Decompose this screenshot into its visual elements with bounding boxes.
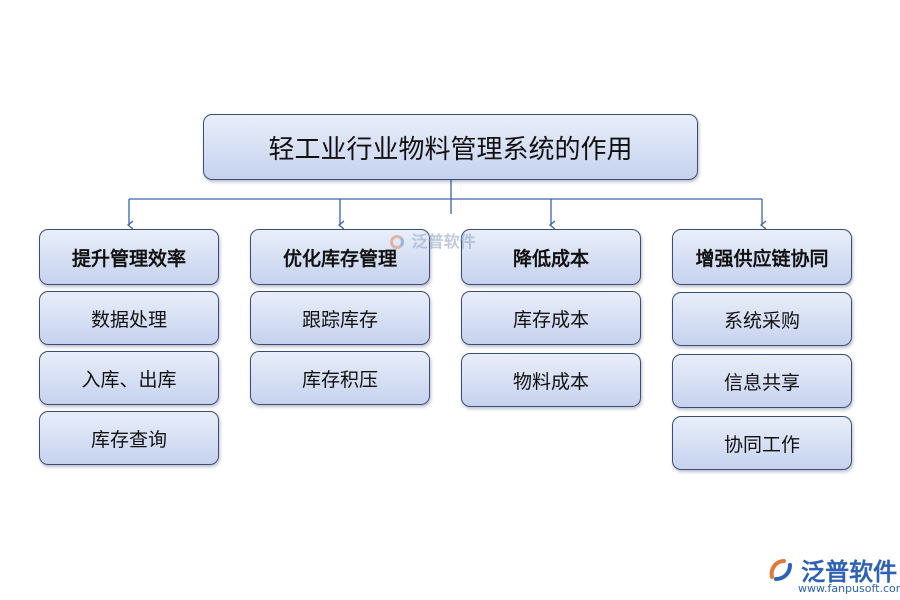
leaf-node: 入库、出库 xyxy=(39,351,219,405)
leaf-label: 库存成本 xyxy=(512,308,589,331)
leaf-label: 入库、出库 xyxy=(81,368,177,391)
leaf-node: 信息共享 xyxy=(672,354,852,408)
watermark-text: 泛普软件 xyxy=(411,232,476,251)
brand-logo-icon xyxy=(769,558,792,581)
heading-label: 优化库存管理 xyxy=(282,247,397,270)
heading-label: 增强供应链协同 xyxy=(695,247,829,270)
leaf-node: 物料成本 xyxy=(461,353,641,407)
leaf-node: 系统采购 xyxy=(672,292,852,346)
leaf-node: 库存查询 xyxy=(39,411,219,465)
root-title: 轻工业行业物料管理系统的作用 xyxy=(268,134,633,165)
watermark: 泛普软件 xyxy=(390,228,476,252)
heading-label: 降低成本 xyxy=(512,247,589,270)
leaf-label: 系统采购 xyxy=(723,309,800,332)
leaf-label: 物料成本 xyxy=(512,370,589,393)
heading-label: 提升管理效率 xyxy=(71,247,186,270)
leaf-label: 跟踪库存 xyxy=(301,308,378,331)
brand-logo: 泛普软件 www.fanpusoft.com xyxy=(768,552,900,595)
leaf-label: 数据处理 xyxy=(90,308,167,331)
leaf-node: 库存成本 xyxy=(461,291,641,345)
leaf-label: 协同工作 xyxy=(723,433,800,456)
root-node: 轻工业行业物料管理系统的作用 xyxy=(203,114,698,180)
leaf-node: 协同工作 xyxy=(672,416,852,470)
heading-node-4: 增强供应链协同 xyxy=(672,229,852,285)
heading-node-2: 优化库存管理 xyxy=(250,229,430,285)
brand-name: 泛普软件 xyxy=(801,558,898,586)
leaf-node: 库存积压 xyxy=(250,351,430,405)
leaf-label: 信息共享 xyxy=(723,371,800,394)
leaf-label: 库存积压 xyxy=(301,368,378,391)
heading-node-1: 提升管理效率 xyxy=(39,229,219,285)
brand-site: www.fanpusoft.com xyxy=(798,582,900,595)
watermark-logo-icon xyxy=(390,235,404,249)
leaf-node: 数据处理 xyxy=(39,291,219,345)
leaf-node: 跟踪库存 xyxy=(250,291,430,345)
heading-node-3: 降低成本 xyxy=(461,229,641,285)
leaf-label: 库存查询 xyxy=(90,428,167,451)
